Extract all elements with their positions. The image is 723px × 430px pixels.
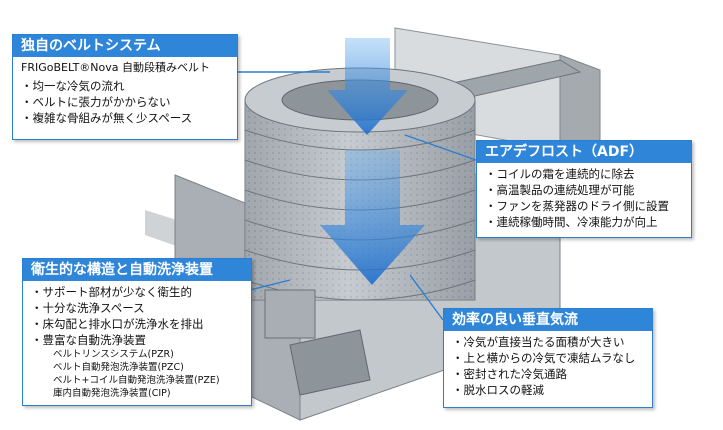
air-defrost-item: ・コイルの霜を連続的に除去 [485, 167, 635, 181]
hygiene-item: ・サポート部材が少なく衛生的 [31, 285, 192, 299]
belt-system-item: ・複雑な骨組みが無く少スペース [21, 111, 193, 125]
discharge-chute [289, 329, 371, 396]
airflow-arrow-center [320, 150, 425, 285]
air-defrost-item: ・ファンを蒸発器のドライ側に設置 [485, 199, 669, 213]
hygiene-subitem: ベルト自動発泡洗浄装置(PZC) [53, 362, 184, 373]
belt-system-lead: FRIGoBELT®Nova 自動段積みベルト [21, 61, 211, 74]
air-defrost-item: ・高温製品の連続処理が可能 [485, 183, 635, 197]
control-box [264, 289, 316, 339]
vertical-airflow-item: ・脱水ロスの軽減 [452, 383, 544, 397]
vertical-airflow-title: 効率の良い垂直気流 [444, 309, 652, 331]
callout-leaders [236, 71, 477, 321]
belt-system-callout: 独自のベルトシステム FRIGoBELT®Nova 自動段積みベルト ・均一な冷… [12, 34, 238, 140]
hygiene-title: 衛生的な構造と自動洗浄装置 [23, 259, 251, 281]
hygiene-subitem: ベルト+コイル自動発泡洗浄装置(PZE) [53, 375, 220, 386]
hygiene-callout: 衛生的な構造と自動洗浄装置 ・サポート部材が少なく衛生的 ・十分な洗浄スペース … [22, 258, 252, 406]
vertical-airflow-item: ・密封された冷気通路 [452, 367, 567, 381]
hygiene-subitem: 庫内自動発泡洗浄装置(CIP) [53, 388, 171, 399]
hygiene-item: ・豊富な自動洗浄装置 [31, 333, 146, 347]
belt-system-item: ・ベルトに張力がかからない [21, 95, 171, 109]
hygiene-item: ・十分な洗浄スペース [31, 301, 145, 315]
vertical-airflow-item: ・冷気が直接当たる面積が大きい [452, 335, 625, 349]
belt-system-title: 独自のベルトシステム [13, 35, 237, 57]
vertical-airflow-item: ・上と横からの冷気で凍結ムラなし [452, 351, 636, 365]
air-defrost-callout: エアデフロスト（ADF） ・コイルの霜を連続的に除去 ・高温製品の連続処理が可能… [476, 140, 692, 238]
hygiene-subitem: ベルトリンスシステム(PZR) [53, 349, 174, 360]
vertical-airflow-callout: 効率の良い垂直気流 ・冷気が直接当たる面積が大きい ・上と横からの冷気で凍結ムラ… [443, 308, 653, 408]
air-defrost-item: ・連続稼働時間、冷凍能力が向上 [485, 215, 658, 229]
belt-system-item: ・均一な冷気の流れ [21, 79, 125, 93]
airflow-arrow-top [327, 38, 408, 135]
hygiene-item: ・床勾配と排水口が洗浄水を排出 [31, 317, 204, 331]
air-defrost-title: エアデフロスト（ADF） [477, 141, 691, 163]
